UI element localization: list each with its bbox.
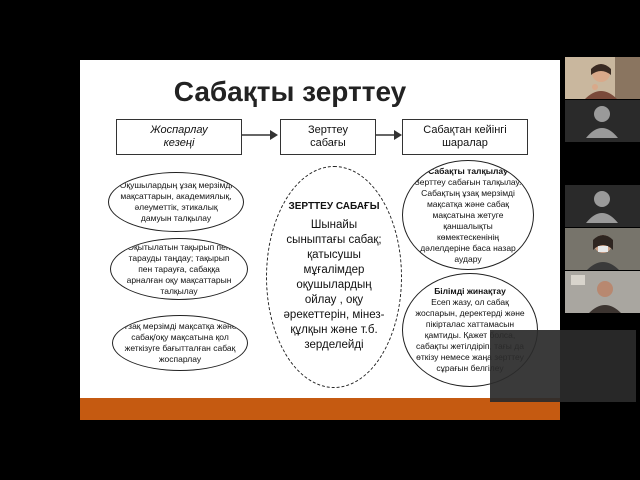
- slide-footer-bar: [80, 398, 560, 420]
- presentation-slide: Сабақты зерттеу Жоспарлау кезеңі Зерттеу…: [80, 60, 560, 420]
- left-oval-text: Оқушылардың ұзақ мерзімді мақсаттарын, а…: [119, 180, 233, 223]
- right-oval-title: Сабақты талқылау: [428, 165, 508, 176]
- center-oval-title: ЗЕРТТЕУ САБАҒЫ: [288, 201, 380, 212]
- left-oval-topic-selection: Оқытылатын тақырып пен тарауды таңдау; т…: [110, 238, 248, 300]
- planning-stage-line1: Жоспарлау: [150, 124, 208, 136]
- arrow-right-icon: [376, 130, 402, 140]
- participant-video-tile[interactable]: [565, 271, 640, 313]
- center-oval-body: Шынайы сыныптағы сабақ; қатысушы мұғалім…: [283, 219, 385, 351]
- person-video-icon: [565, 271, 640, 313]
- left-oval-long-term-goals: Оқушылардың ұзақ мерзімді мақсаттарын, а…: [108, 172, 244, 232]
- arrow-right-icon: [242, 130, 278, 140]
- participant-video-tile[interactable]: [565, 228, 640, 270]
- left-oval-text: Ұзақ мерзімді мақсатқа және сабақ/оқу ма…: [123, 321, 237, 364]
- left-oval-lesson-planning: Ұзақ мерзімді мақсатқа және сабақ/оқу ма…: [112, 315, 248, 371]
- person-video-icon: [565, 228, 640, 270]
- slide-title: Сабақты зерттеу: [173, 76, 407, 107]
- participant-video-tile[interactable]: [565, 57, 640, 99]
- person-video-icon: [565, 57, 640, 99]
- research-lesson-box: Зерттеу сабағы: [280, 119, 376, 155]
- right-oval-body: Есеп жазу, ол сабақ жоспарын, деректерді…: [415, 297, 525, 373]
- post-lesson-line1: Сабақтан кейінгі: [423, 124, 507, 136]
- research-lesson-line2: сабағы: [310, 137, 346, 149]
- left-oval-text: Оқытылатын тақырып пен тарауды таңдау; т…: [126, 241, 232, 296]
- participant-avatar-tile[interactable]: [565, 185, 640, 227]
- right-oval-body: Зерттеу сабағын талқылау. Сабақтың ұзақ …: [414, 176, 522, 264]
- post-lesson-box: Сабақтан кейінгі шаралар: [402, 119, 528, 155]
- planning-stage-box: Жоспарлау кезеңі: [116, 119, 242, 155]
- video-overlay-panel: [490, 330, 636, 402]
- user-avatar-icon: [565, 185, 640, 227]
- research-lesson-line1: Зерттеу: [307, 124, 349, 136]
- user-avatar-icon: [565, 100, 640, 142]
- planning-stage-line2: кезеңі: [163, 137, 195, 149]
- center-oval-research-lesson: ЗЕРТТЕУ САБАҒЫ Шынайы сыныптағы сабақ; қ…: [266, 166, 402, 388]
- right-oval-lesson-discussion: Сабақты талқылау Зерттеу сабағын талқыла…: [402, 160, 534, 270]
- post-lesson-line2: шаралар: [442, 137, 488, 149]
- participant-avatar-tile[interactable]: [565, 100, 640, 142]
- right-oval-title: Білімді жинақтау: [434, 286, 506, 296]
